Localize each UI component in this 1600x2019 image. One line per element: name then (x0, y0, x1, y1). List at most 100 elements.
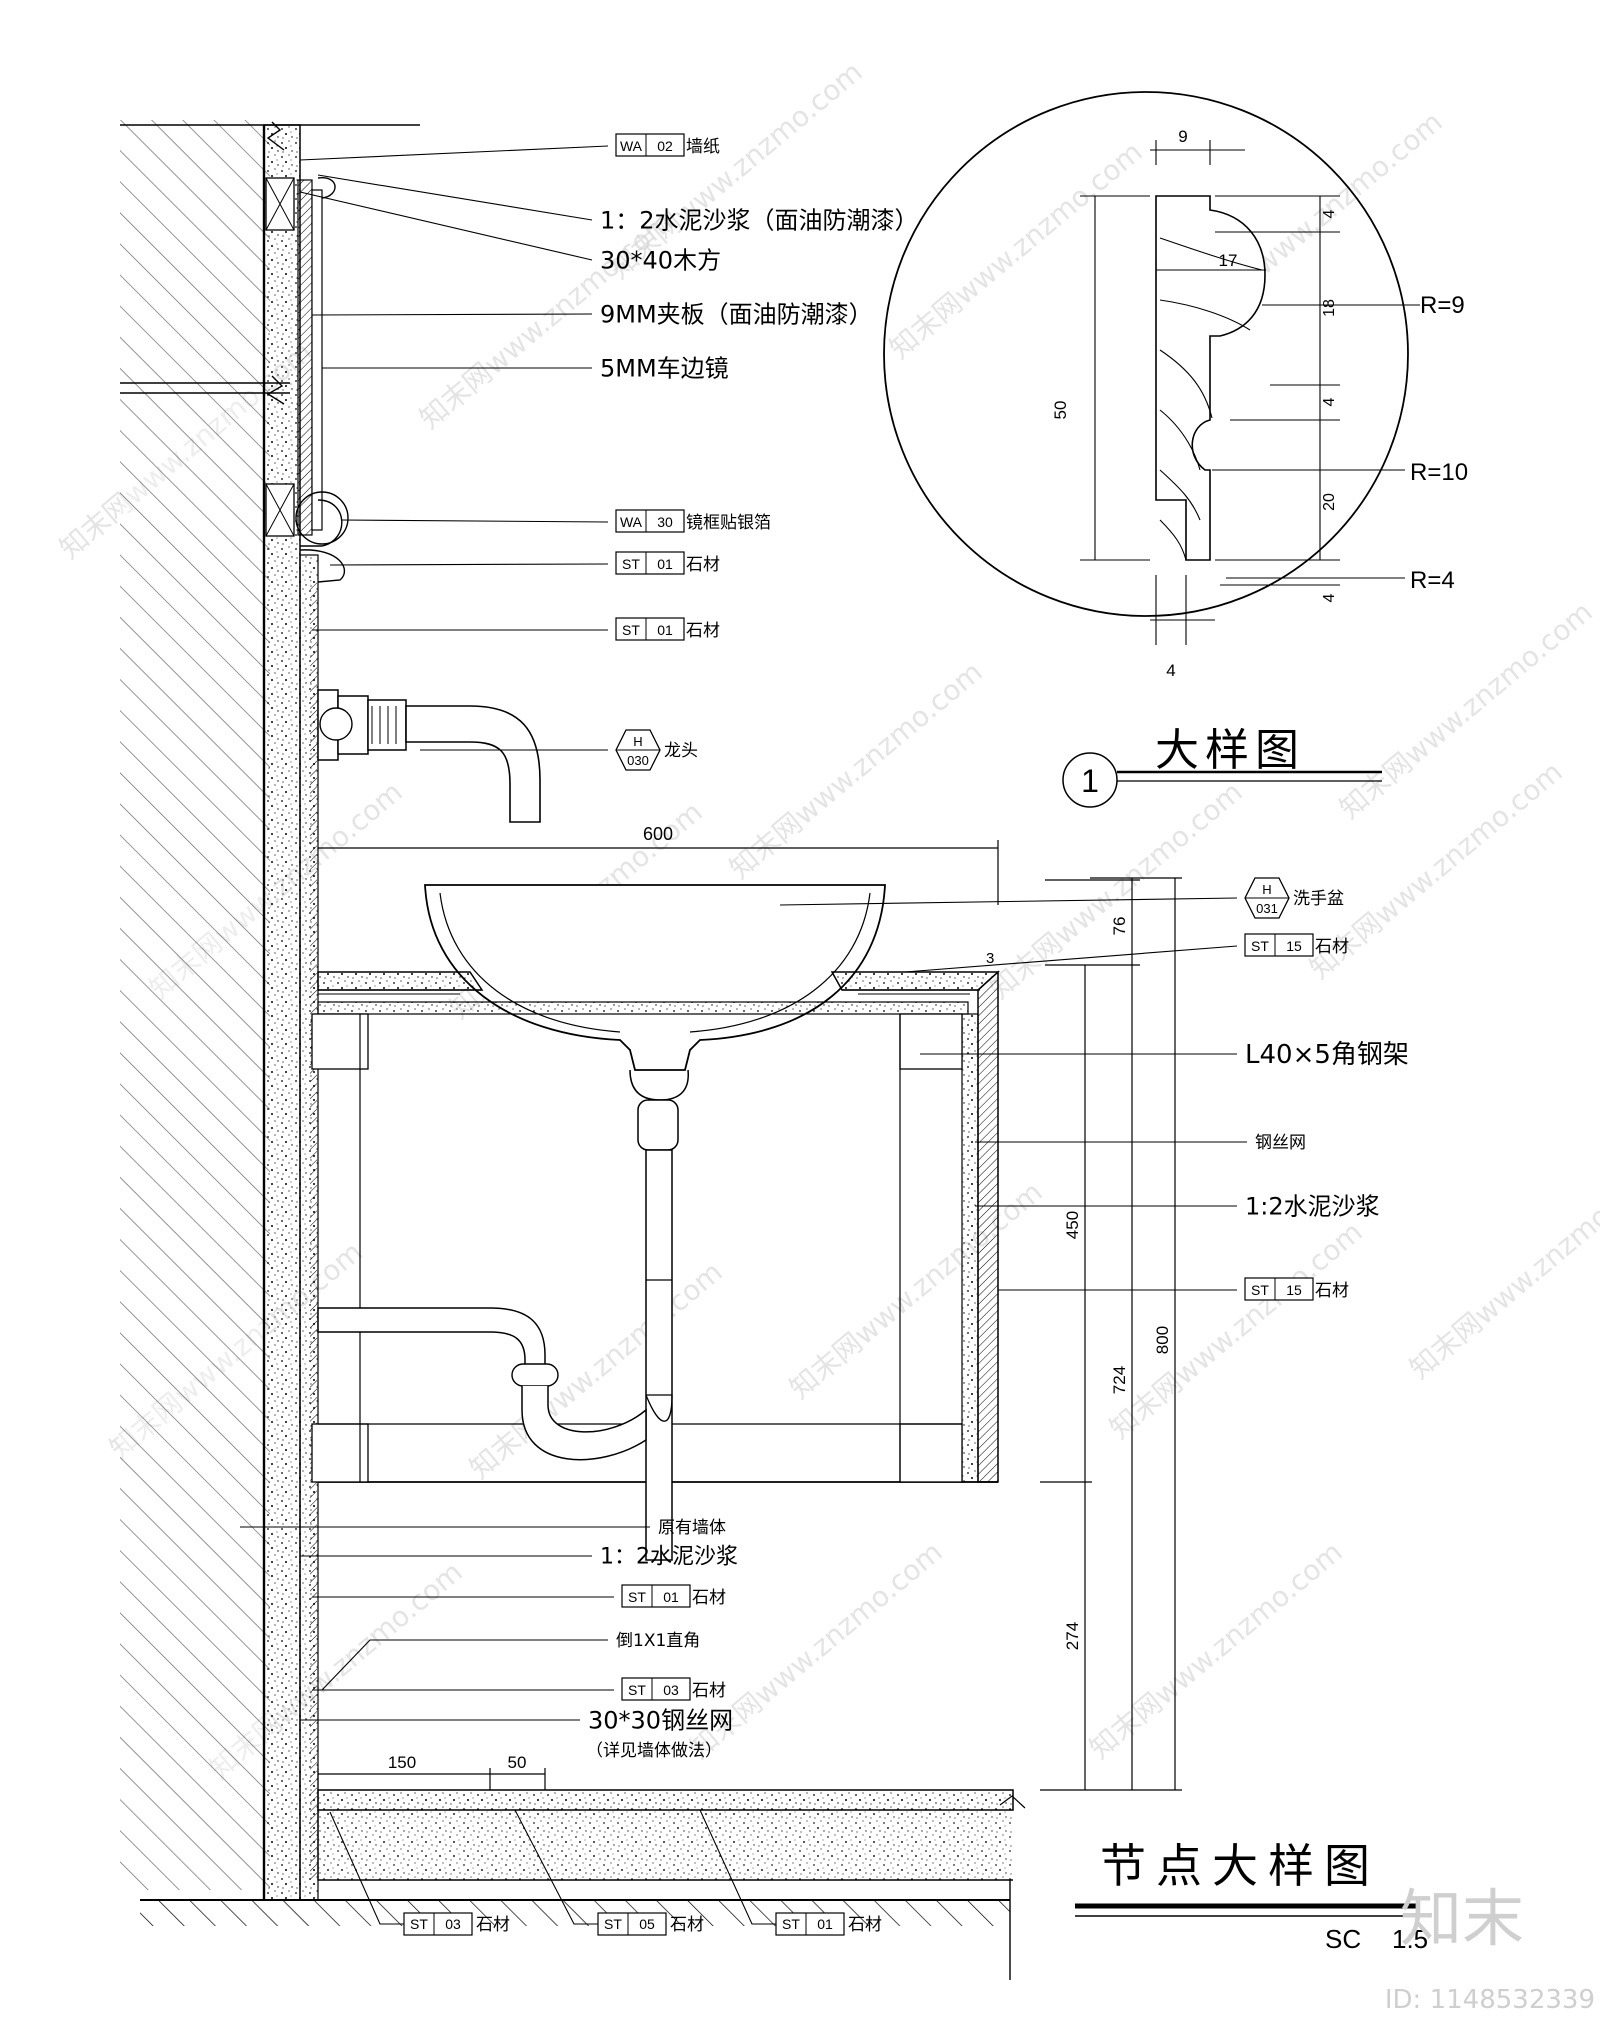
callout-text: 30*30钢丝网 (588, 1706, 733, 1734)
tag-number: 01 (663, 1589, 679, 1605)
leader-line (699, 1809, 776, 1925)
tag-number: 01 (657, 556, 673, 572)
base-floor (140, 1789, 1026, 1980)
callout-text: 1：2水泥沙浆 (600, 1545, 738, 1570)
tag-box (597, 1912, 667, 1936)
leader-line (299, 191, 593, 261)
callout-text: 9MM夹板（面油防潮漆） (600, 300, 873, 328)
wash-basin (424, 884, 886, 1101)
callout-text: 5MM车边镜 (600, 354, 729, 382)
callout-2: 30*40木方 (600, 246, 721, 274)
tag-number: 01 (817, 1916, 833, 1932)
profile-radius-1: R=9 (1420, 292, 1465, 319)
scale-value: 1:5 (1392, 1924, 1428, 1954)
tag-box (403, 1912, 473, 1936)
leader-line (317, 174, 593, 221)
tag-number: 03 (663, 1682, 679, 1698)
leader-line (514, 1809, 598, 1925)
callout-text: 石材 (476, 1915, 510, 1935)
dim-cabinet-height: 450 (1063, 1211, 1082, 1239)
callout-3: 9MM夹板（面油防潮漆） (600, 300, 873, 328)
callout-text: 石材 (670, 1915, 704, 1935)
callout-text: 石材 (692, 1681, 726, 1701)
tag-code: H (1262, 882, 1271, 897)
break-marks (266, 121, 285, 405)
tag-code: WA (620, 138, 643, 154)
tag-code: ST (410, 1916, 428, 1932)
dim-base-step: 50 (508, 1753, 527, 1772)
dim-total-height: 800 (1153, 1326, 1172, 1354)
tag-number: 05 (639, 1916, 655, 1932)
faucet (317, 689, 541, 823)
callout-text: 洗手盆 (1293, 889, 1344, 909)
leader-line (299, 145, 609, 161)
dim-base-left: 150 (388, 1753, 416, 1772)
callout-18: 倒1X1直角 (616, 1631, 700, 1651)
scale-prefix: SC (1325, 1924, 1361, 1954)
callout-text: 镜框贴银箔 (686, 513, 771, 533)
profile-detail: 9 17 4 50 4 18 4 20 4 R=9 R=10 R=4 (883, 91, 1468, 680)
profile-detail-title: 1 大样图 (1062, 725, 1382, 808)
watermark-text: 知末网www.znzmo.com (723, 655, 988, 885)
tag-number: 30 (657, 514, 673, 530)
watermark-text: 知末网www.znzmo.com (1103, 1215, 1368, 1445)
vanity-counter (311, 970, 1000, 1483)
tag-box (621, 1677, 691, 1701)
callout-21: （详见墙体做法） (586, 1741, 722, 1761)
callout-1: 1：2水泥沙浆（面油防潮漆） (600, 206, 919, 234)
profile-seg-bottom: 4 (1321, 593, 1338, 602)
tag-box (1244, 1277, 1314, 1301)
tag-number: 03 (445, 1916, 461, 1932)
tag-code: ST (628, 1589, 646, 1605)
callout-text: 石材 (686, 621, 720, 641)
callout-20: 30*30钢丝网 (588, 1706, 733, 1734)
watermark-text: 知末网www.znzmo.com (1083, 1535, 1348, 1765)
leader-line (904, 945, 1238, 973)
existing-wall (120, 120, 420, 1890)
dim-slope: 3 (986, 950, 994, 967)
section-title-text: 节点大样图 (1100, 1839, 1380, 1893)
callout-12: 钢丝网 (1255, 1133, 1306, 1153)
callout-text: 原有墙体 (658, 1518, 726, 1538)
profile-radius-2: R=10 (1410, 459, 1468, 486)
dim-basin-rim: 76 (1110, 917, 1129, 936)
leader-line (341, 519, 609, 523)
tag-code: WA (620, 514, 643, 530)
callout-11: L40×5角钢架 (1245, 1040, 1409, 1070)
tag-number: 15 (1286, 1282, 1302, 1298)
callout-text: （详见墙体做法） (586, 1741, 722, 1761)
profile-detail-index: 1 (1081, 763, 1099, 799)
leader-line (779, 897, 1238, 906)
dimension-lines (317, 840, 1182, 1791)
tag-number: 02 (657, 138, 673, 154)
tag-code: ST (622, 556, 640, 572)
callout-text: 1：2水泥沙浆（面油防潮漆） (600, 206, 919, 234)
tag-box (775, 1912, 845, 1936)
tag-box (615, 509, 685, 533)
leader-line (329, 563, 609, 566)
callout-text: 石材 (692, 1588, 726, 1608)
tag-code: ST (628, 1682, 646, 1698)
profile-radius-3: R=4 (1410, 567, 1455, 594)
callout-text: 钢丝网 (1255, 1133, 1306, 1153)
watermark-text: 知末网www.znzmo.com (883, 135, 1148, 365)
dim-counter-height: 724 (1110, 1366, 1129, 1394)
profile-seg-lower: 20 (1321, 493, 1338, 511)
tag-code: ST (782, 1916, 800, 1932)
callout-13: 1:2水泥沙浆 (1245, 1192, 1380, 1220)
profile-detail-title-text: 大样图 (1155, 725, 1305, 776)
callout-19: ST 03 石材 (621, 1677, 726, 1701)
profile-seg-mid: 4 (1321, 397, 1338, 406)
leader-line (311, 313, 593, 316)
callout-5: WA 30 镜框贴银箔 (615, 509, 771, 533)
site-logo: 知末 ID: 1148532339 (1385, 1882, 1595, 2015)
callout-15: 原有墙体 (658, 1518, 726, 1538)
profile-dim-bottom: 4 (1166, 661, 1175, 680)
